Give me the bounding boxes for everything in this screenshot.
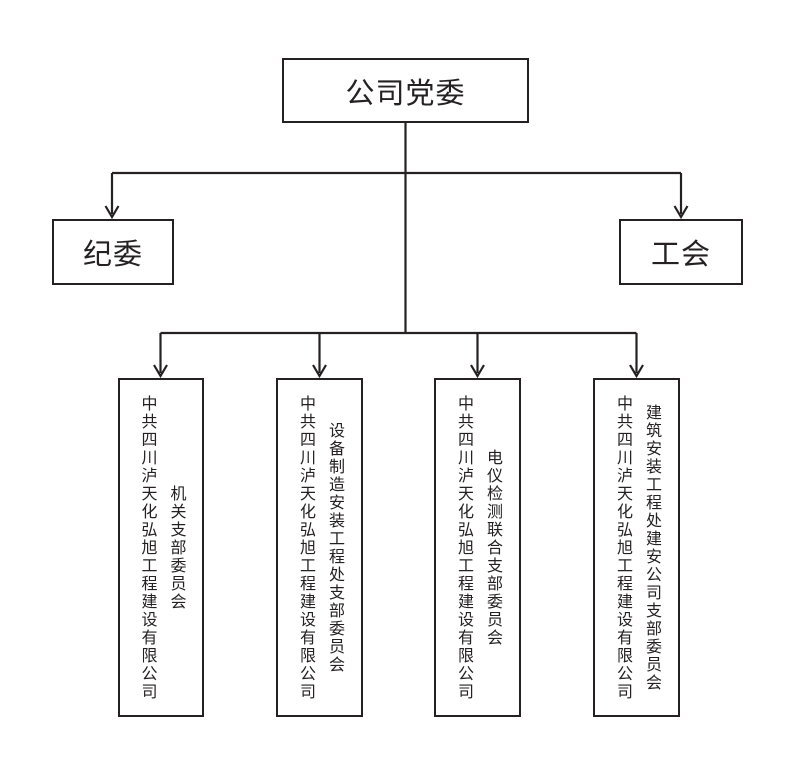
arrowhead-branch-0-icon [153,364,168,379]
node-discipline-committee: 纪委 [52,219,174,285]
arrowhead-branch-2-icon [470,364,485,379]
branch-committee-name: 机关支部委员会 [167,484,185,611]
branch-committee-name: 设备制造安装工程处支部委员会 [326,421,343,674]
node-labor-union: 工会 [619,219,743,285]
branch-committee-name: 电仪检测联合支部委员会 [484,448,501,647]
branch-committee-name: 建筑安装工程处建安公司支部委员会 [643,403,660,692]
node-branch-equipment-manufacturing: 中共四川泸天化弘旭工程建设有限公司 设备制造安装工程处支部委员会 [276,378,363,717]
node-label: 公司党委 [345,77,466,110]
arrowhead-gonghui-icon [673,205,689,220]
arrowhead-branch-3-icon [629,364,644,379]
arrowhead-branch-1-icon [312,364,327,379]
branch-company-name: 中共四川泸天化弘旭工程建设有限公司 [138,394,156,701]
branch-company-name: 中共四川泸天化弘旭工程建设有限公司 [297,394,314,701]
branch-company-name: 中共四川泸天化弘旭工程建设有限公司 [455,394,472,701]
node-branch-organ-committee: 中共四川泸天化弘旭工程建设有限公司 机关支部委员会 [118,378,204,717]
node-branch-electrical-instrument: 中共四川泸天化弘旭工程建设有限公司 电仪检测联合支部委员会 [434,378,521,717]
node-label: 纪委 [82,239,143,271]
arrowhead-jiwei-icon [104,205,120,220]
branch-company-name: 中共四川泸天化弘旭工程建设有限公司 [614,394,631,701]
node-branch-building-installation: 中共四川泸天化弘旭工程建设有限公司 建筑安装工程处建安公司支部委员会 [593,378,680,717]
node-company-party-committee: 公司党委 [282,58,529,123]
node-label: 工会 [650,239,711,271]
